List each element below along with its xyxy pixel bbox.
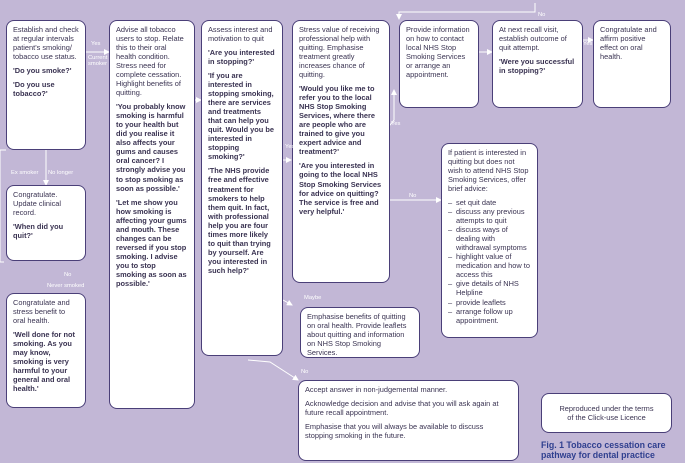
edge-label-yes: Yes bbox=[583, 41, 593, 47]
assess-interest-box: Assess interest and motivation to quit '… bbox=[201, 20, 283, 356]
edge-label-yes: Yes bbox=[391, 121, 401, 127]
list-item: set quit date bbox=[448, 198, 531, 207]
stress-quote-1: 'Would you like me to refer you to the l… bbox=[299, 84, 376, 157]
never-smoked-quote: 'Well done for not smoking. As you may k… bbox=[13, 330, 75, 394]
edge-label-ex-smoker: Ex smoker bbox=[11, 170, 39, 176]
brief-advice-list: set quit date discuss any previous attem… bbox=[448, 198, 531, 324]
provide-text: Provide information on how to contact lo… bbox=[406, 25, 470, 80]
list-item: highlight value of medication and how to… bbox=[448, 252, 531, 279]
never-smoked-box: Congratulate and stress benefit to oral … bbox=[6, 293, 86, 408]
no-answer-p2: Acknowledge decision and advise that you… bbox=[305, 399, 499, 418]
establish-question-tobacco: 'Do you use tobacco?' bbox=[13, 80, 55, 99]
establish-question-smoke: 'Do you smoke?' bbox=[13, 66, 72, 76]
maybe-box: Emphasise benefits of quitting on oral h… bbox=[300, 307, 420, 358]
next-recall-box: At next recall visit, establish outcome … bbox=[492, 20, 583, 108]
provide-information-box: Provide information on how to contact lo… bbox=[399, 20, 479, 108]
advise-stop-box: Advise all tobacco users to stop. Relate… bbox=[109, 20, 195, 409]
edge-label-current-smoker: Current smoker bbox=[88, 55, 108, 68]
establish-status-box: Establish and check at regular intervals… bbox=[6, 20, 86, 150]
stress-quote-2: 'Are you interested in going to the loca… bbox=[299, 161, 382, 216]
no-answer-box: Accept answer in non-judgemental manner.… bbox=[298, 380, 519, 461]
ex-smoker-question: 'When did you quit?' bbox=[13, 222, 64, 241]
edge-label-never-smoked: Never smoked bbox=[47, 283, 85, 289]
edge-label-maybe: Maybe bbox=[304, 295, 322, 301]
edge-label-no: No bbox=[409, 193, 417, 199]
list-item: discuss ways of dealing with withdrawal … bbox=[448, 225, 531, 252]
congratulate-affirm-box: Congratulate and affirm positive effect … bbox=[593, 20, 671, 108]
edge-label-no: No bbox=[301, 369, 309, 375]
edge-label-no: No bbox=[538, 12, 546, 18]
assess-quote-1: 'Are you interested in stopping?' bbox=[208, 48, 275, 67]
list-item: arrange follow up appointment. bbox=[448, 307, 531, 325]
assess-quote-3: 'The NHS provide free and effective trea… bbox=[208, 166, 271, 275]
brief-advice-intro: If patient is interested in quitting but… bbox=[448, 148, 529, 194]
no-answer-p1: Accept answer in non-judgemental manner. bbox=[305, 385, 448, 394]
congratulate-affirm-text: Congratulate and affirm positive effect … bbox=[600, 25, 657, 62]
next-recall-text: At next recall visit, establish outcome … bbox=[499, 25, 567, 53]
ex-smoker-box: Congratulate. Update clinical record. 'W… bbox=[6, 185, 86, 261]
assess-text: Assess interest and motivation to quit bbox=[208, 25, 273, 44]
establish-text: Establish and check at regular intervals… bbox=[13, 25, 79, 62]
stress-text: Stress value of receiving professional h… bbox=[299, 25, 380, 80]
edge-label-no: No bbox=[64, 272, 72, 278]
list-item: provide leaflets bbox=[448, 298, 531, 307]
never-smoked-text: Congratulate and stress benefit to oral … bbox=[13, 298, 70, 326]
assess-quote-2: 'If you are interested in stopping smoki… bbox=[208, 71, 274, 162]
ex-smoker-text: Congratulate. Update clinical record. bbox=[13, 190, 62, 218]
edge-label-yes: Yes bbox=[285, 144, 295, 150]
credit-box: Reproduced under the terms of the Click-… bbox=[541, 393, 672, 433]
no-answer-p3: Emphasise that you will always be availa… bbox=[305, 422, 484, 441]
edge-label-no-longer: No longer bbox=[48, 170, 74, 176]
list-item: give details of NHS Helpline bbox=[448, 279, 531, 297]
stress-value-box: Stress value of receiving professional h… bbox=[292, 20, 390, 283]
brief-advice-box: If patient is interested in quitting but… bbox=[441, 143, 538, 338]
advise-quote-1: 'You probably know smoking is harmful to… bbox=[116, 102, 186, 193]
credit-text: Reproduced under the terms of the Click-… bbox=[559, 403, 654, 422]
advise-quote-2: 'Let me show you how smoking is affectin… bbox=[116, 197, 187, 288]
next-recall-question: 'Were you successful in stopping?' bbox=[499, 57, 575, 76]
advise-text: Advise all tobacco users to stop. Relate… bbox=[116, 25, 184, 98]
figure-caption: Fig. 1 Tobacco cessation care pathway fo… bbox=[541, 440, 666, 461]
edge-label-yes: Yes bbox=[91, 41, 101, 47]
maybe-text: Emphasise benefits of quitting on oral h… bbox=[307, 312, 407, 358]
list-item: discuss any previous attempts to quit bbox=[448, 207, 531, 225]
